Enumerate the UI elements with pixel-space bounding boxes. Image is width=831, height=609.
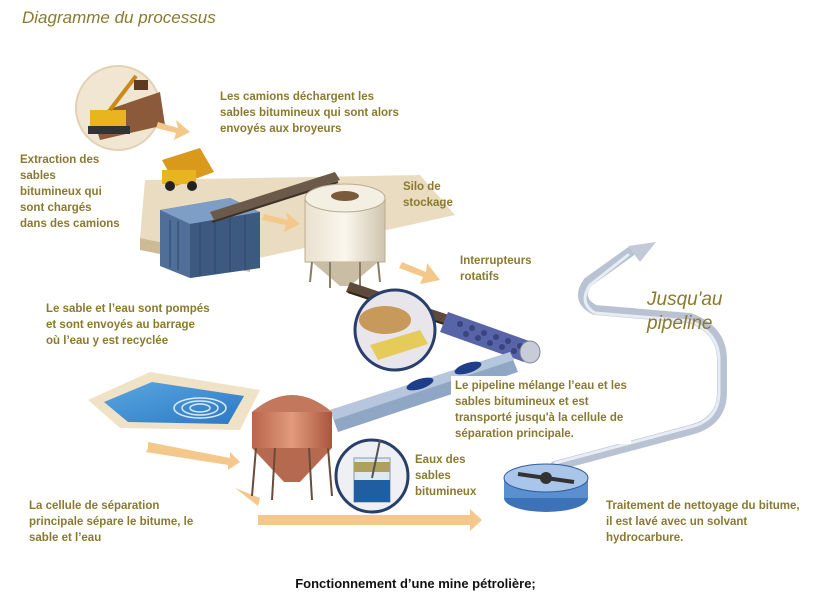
label-pipeline-mix: Le pipeline mélange l’eau et les sables … bbox=[451, 376, 631, 444]
label-sand-water: Le sable et l’eau sont pompés et sont en… bbox=[46, 303, 210, 347]
label-traitement: Traitement de nettoyage du bitume, il es… bbox=[606, 500, 800, 544]
crusher-block bbox=[160, 198, 260, 278]
flow-arrows bbox=[146, 120, 482, 531]
bitumen-pipeline-highlight bbox=[553, 253, 721, 465]
pipeline-arrow-icon bbox=[628, 242, 656, 262]
rotary-breaker bbox=[440, 312, 541, 364]
excavator-icon bbox=[75, 65, 165, 151]
label-silo: Silo de stockage bbox=[403, 181, 453, 209]
label-eaux: Eaux des sables bitumineux bbox=[415, 454, 477, 498]
separation-cell bbox=[251, 395, 333, 501]
label-interrupteurs: Interrupteurs rotatifs bbox=[460, 255, 532, 283]
froth-treatment-tank bbox=[503, 463, 589, 512]
storage-silo bbox=[304, 183, 386, 288]
label-cellule: La cellule de séparation principale sépa… bbox=[29, 500, 194, 544]
label-trucks: Les camions déchargent les sables bitumi… bbox=[220, 91, 399, 135]
label-jusquau-pipeline: Jusqu'au pipeline bbox=[647, 289, 723, 334]
oil-sand-water-sample-icon bbox=[334, 438, 410, 514]
ore-detail-icon bbox=[353, 288, 437, 372]
slurry-pipeline bbox=[330, 352, 518, 432]
tailings-pond bbox=[88, 372, 260, 430]
label-extraction: Extraction des sables bitumineux qui son… bbox=[20, 154, 120, 230]
diagram-title: Diagramme du processus bbox=[22, 8, 216, 27]
bitumen-pipeline bbox=[550, 247, 727, 471]
figure-caption: Fonctionnement d’une mine pétrolière; bbox=[295, 576, 536, 591]
dump-truck-icon bbox=[162, 148, 214, 191]
